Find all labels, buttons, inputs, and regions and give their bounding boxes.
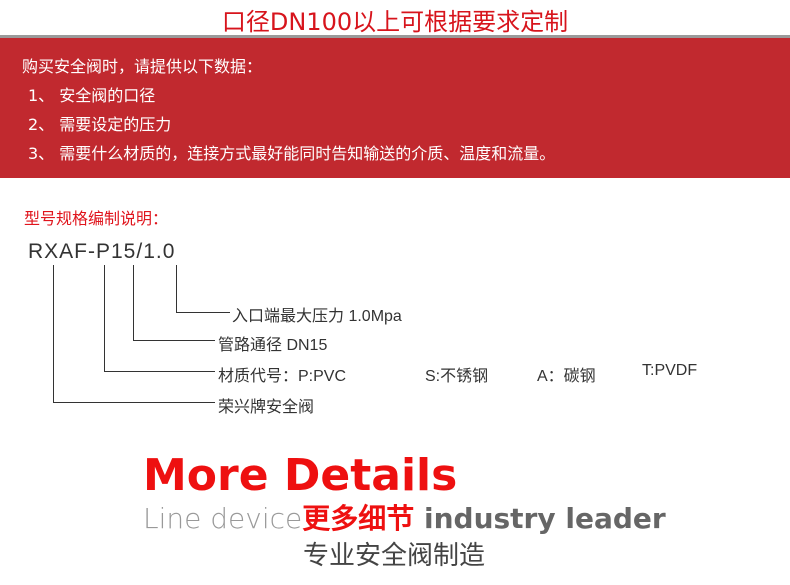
notice-item: 3、 需要什么材质的，连接方式最好能同时告知输送的介质、温度和流量。 xyxy=(28,144,556,163)
connector-line xyxy=(53,265,54,403)
spec-heading: 型号规格编制说明： xyxy=(24,209,169,228)
promo-sub-b: 更多细节 xyxy=(302,502,415,535)
spec-label-stainless: S:不锈钢 xyxy=(425,368,489,385)
promo-sub-a: Line device xyxy=(143,502,303,535)
connector-line xyxy=(53,402,215,403)
connector-line xyxy=(133,340,215,341)
connector-line xyxy=(133,265,134,341)
connector-line xyxy=(176,265,177,313)
connector-line xyxy=(104,265,105,372)
promo-sub-c: industry leader xyxy=(414,502,666,535)
notice-panel xyxy=(0,38,790,178)
spec-label-pvdf: T:PVDF xyxy=(642,362,698,379)
promo-title: More Details xyxy=(143,450,458,501)
notice-item: 1、 安全阀的口径 xyxy=(28,86,156,105)
model-code: RXAF-P15/1.0 xyxy=(28,240,176,263)
divider xyxy=(0,35,790,38)
spec-label-pressure: 入口端最大压力 1.0Mpa xyxy=(232,308,402,325)
connector-line xyxy=(104,371,215,372)
spec-label-diameter: 管路通径 DN15 xyxy=(218,337,328,354)
connector-line xyxy=(176,312,230,313)
page-title: 口径DN100以上可根据要求定制 xyxy=(221,8,569,36)
promo-tagline: 专业安全阀制造 xyxy=(303,541,486,571)
notice-item: 2、 需要设定的压力 xyxy=(28,115,172,134)
promo-subtitle: Line device更多细节 industry leader xyxy=(143,497,666,537)
notice-intro: 购买安全阀时，请提供以下数据： xyxy=(22,57,263,76)
spec-label-material: 材质代号：P:PVC xyxy=(218,368,347,385)
spec-label-carbon: A：碳钢 xyxy=(537,368,596,385)
spec-label-brand: 荣兴牌安全阀 xyxy=(218,399,315,416)
